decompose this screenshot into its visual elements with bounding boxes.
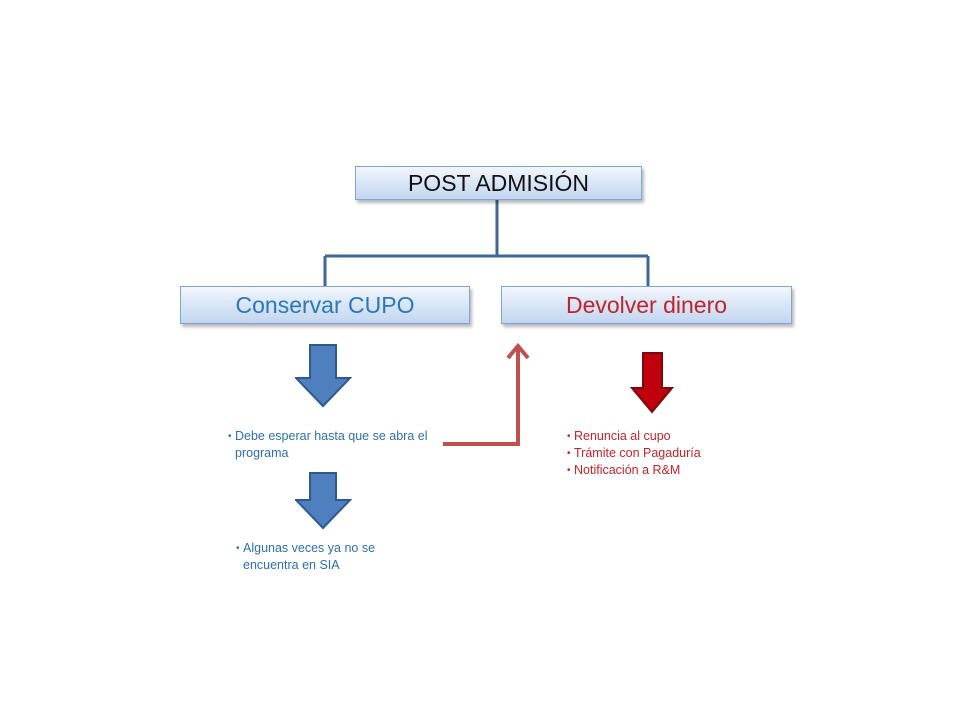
devolver-items-list: Renuncia al cupo Trámite con Pagaduría N… <box>567 428 767 479</box>
root-node: POST ADMISIÓN <box>355 166 642 200</box>
arrow-down-icon <box>295 344 353 408</box>
arrow-down-icon <box>295 472 353 530</box>
arrow-down-icon <box>629 352 675 414</box>
list-item: Renuncia al cupo <box>567 428 767 445</box>
devolver-dinero-label: Devolver dinero <box>565 291 728 318</box>
list-item: Algunas veces ya no se encuentra en SIA <box>236 540 426 574</box>
conservar-step2-list: Algunas veces ya no se encuentra en SIA <box>236 540 426 574</box>
devolver-dinero-node: Devolver dinero <box>501 286 792 324</box>
conservar-cupo-node: Conservar CUPO <box>180 286 470 324</box>
root-node-label: POST ADMISIÓN <box>407 169 590 196</box>
list-item: Notificación a R&M <box>567 462 767 479</box>
list-item: Debe esperar hasta que se abra el progra… <box>228 428 428 462</box>
conservar-cupo-label: Conservar CUPO <box>235 291 415 318</box>
conservar-step1-list: Debe esperar hasta que se abra el progra… <box>228 428 428 462</box>
elbow-arrow-up-icon <box>443 342 530 446</box>
list-item: Trámite con Pagaduría <box>567 445 767 462</box>
